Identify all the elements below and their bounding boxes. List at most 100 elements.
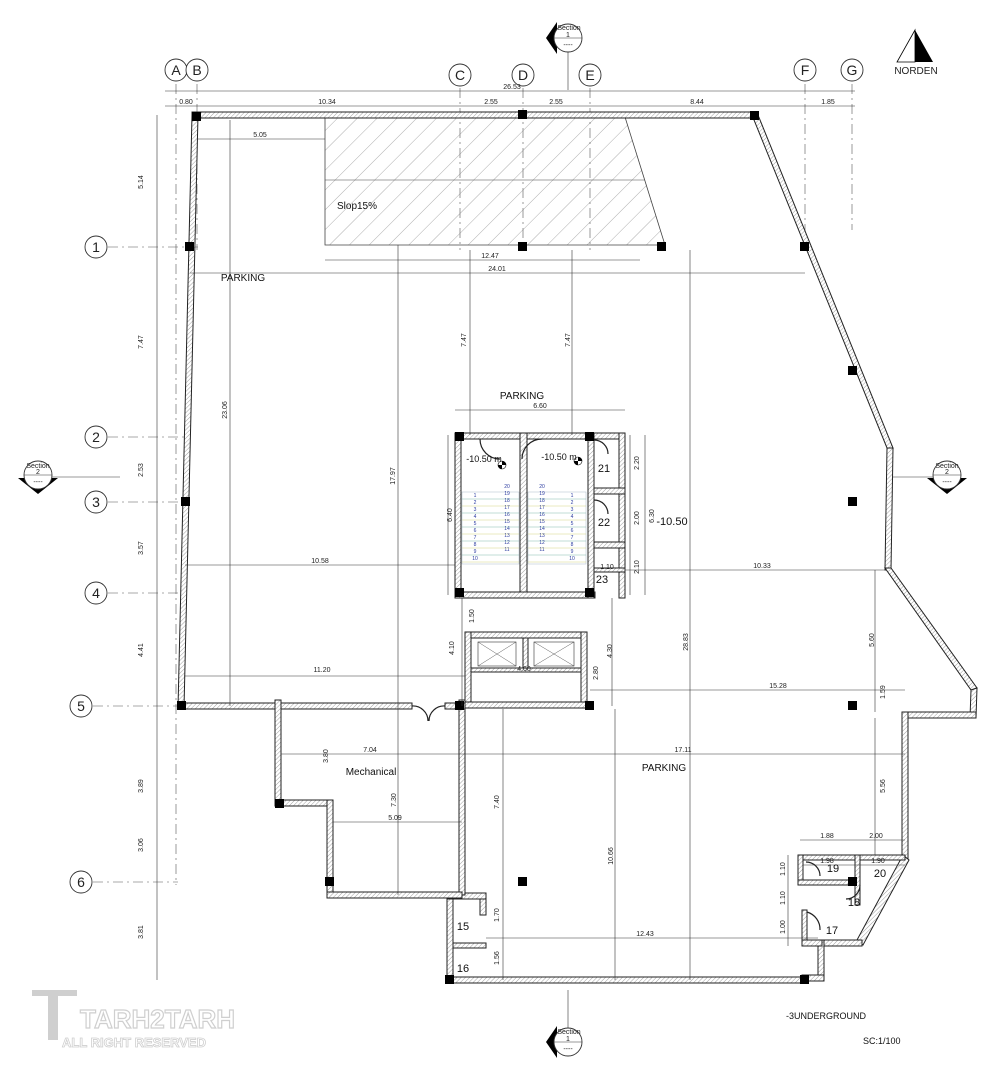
stair-step-number: 11 [539,547,544,553]
stair-step-number: 18 [539,498,545,504]
svg-text:2.55: 2.55 [549,99,563,106]
grid-bubble-g: G [840,58,864,82]
svg-text:3.06: 3.06 [138,838,145,852]
svg-text:3.89: 3.89 [138,779,145,793]
svg-text:NORDEN: NORDEN [894,66,937,77]
svg-text:2.20: 2.20 [634,456,641,470]
svg-text:6.40: 6.40 [447,508,454,522]
svg-text:4.10: 4.10 [449,641,456,655]
grid-bubble-5: 5 [69,694,93,718]
stair-step-number: 20 [539,484,545,490]
slope-ramp: Slop15% [324,116,666,246]
stair-step-number: 5 [474,521,477,527]
svg-text:23.06: 23.06 [222,401,229,419]
svg-text:5.56: 5.56 [880,779,887,793]
svg-text:B: B [192,62,201,78]
stair-step-number: 16 [504,512,510,518]
stair-step-number: 19 [539,491,545,497]
svg-text:ALL RIGHT RESERVED: ALL RIGHT RESERVED [62,1035,206,1050]
svg-text:-10.50: -10.50 [656,516,687,528]
stair-level-right: -10.50 m [541,452,577,462]
svg-text:19: 19 [827,863,839,875]
stair-step-number: 13 [504,533,510,539]
north-arrow: NORDEN [894,28,938,77]
svg-text:Slop15%: Slop15% [337,201,377,212]
svg-text:10.58: 10.58 [311,558,329,565]
stair-step-number: 2 [571,500,574,506]
stair-level-left: -10.50 m [466,454,502,464]
svg-text:26.53: 26.53 [503,84,521,91]
stair-step-number: 6 [474,528,477,534]
svg-text:11.20: 11.20 [314,667,331,674]
svg-text:10.66: 10.66 [608,847,615,865]
grid-bubble-a: A [164,58,188,82]
interior-dimension-lines [184,120,905,980]
svg-text:3.57: 3.57 [138,541,145,555]
svg-text:A: A [171,62,181,78]
svg-text:1.10: 1.10 [600,564,614,571]
svg-text:C: C [455,67,465,83]
stair-step-number: 9 [474,549,477,555]
svg-text:G: G [847,62,858,78]
svg-text:----: ---- [942,479,952,486]
svg-text:12.47: 12.47 [481,253,499,260]
stair-step-number: 14 [539,526,545,532]
svg-text:5.14: 5.14 [138,175,145,189]
stair-step-number: 1 [571,493,574,499]
grid-bubble-d: D [511,63,535,87]
svg-text:4.41: 4.41 [138,643,145,657]
svg-text:23: 23 [596,574,608,586]
svg-text:----: ---- [563,1046,573,1053]
svg-text:6.30: 6.30 [649,509,656,523]
section-marker-right: Section 2 ---- [890,460,967,494]
grid-bubble-e: E [578,63,602,87]
stair-step-number: 9 [571,549,574,555]
svg-text:Section: Section [935,463,958,470]
stair-step-number: 13 [539,533,545,539]
svg-text:3.81: 3.81 [138,925,145,939]
svg-text:5.09: 5.09 [388,815,402,822]
svg-text:D: D [518,67,528,83]
svg-text:2.80: 2.80 [593,666,600,680]
grid-bubble-2: 2 [84,425,108,449]
svg-text:5.60: 5.60 [869,633,876,647]
stair-step-number: 2 [474,500,477,506]
svg-text:----: ---- [33,479,43,486]
svg-text:1.56: 1.56 [494,951,501,965]
svg-text:Section: Section [557,1029,580,1036]
drawing-scale: SC:1/100 [863,1036,901,1046]
room-parking-north: PARKING [221,273,265,284]
stair-step-number: 4 [474,514,477,520]
stair-step-number: 11 [504,547,509,553]
svg-text:----: ---- [563,42,573,49]
watermark-logo: TARH2TARH ALL RIGHT RESERVED [32,990,236,1050]
stair-step-number: 20 [504,484,510,490]
stair-step-number: 15 [504,519,510,525]
stair-step-number: 7 [474,535,477,541]
svg-text:6.60: 6.60 [533,403,547,410]
svg-text:6: 6 [77,874,85,890]
svg-text:2: 2 [92,429,100,445]
svg-text:1: 1 [566,32,570,39]
stair-step-number: 3 [474,507,477,513]
svg-text:7.47: 7.47 [461,333,468,347]
grid-bubble-c: C [448,63,472,87]
svg-text:1.50: 1.50 [469,609,476,623]
svg-text:2: 2 [945,469,949,476]
svg-text:15.28: 15.28 [769,683,787,690]
svg-text:7.40: 7.40 [494,795,501,809]
svg-text:1.10: 1.10 [780,891,787,905]
svg-text:24.01: 24.01 [488,266,506,273]
stair-step-number: 17 [539,505,545,511]
svg-text:1.59: 1.59 [880,685,887,699]
svg-text:5.05: 5.05 [253,132,267,139]
svg-text:3.80: 3.80 [323,749,330,763]
svg-text:28.83: 28.83 [683,633,690,651]
svg-text:5: 5 [77,698,85,714]
stair-step-number: 12 [504,540,510,546]
grid-bubble-4: 4 [84,581,108,605]
svg-text:2.00: 2.00 [869,833,883,840]
room-parking-core: PARKING [500,391,544,402]
stair-step-number: 19 [504,491,510,497]
